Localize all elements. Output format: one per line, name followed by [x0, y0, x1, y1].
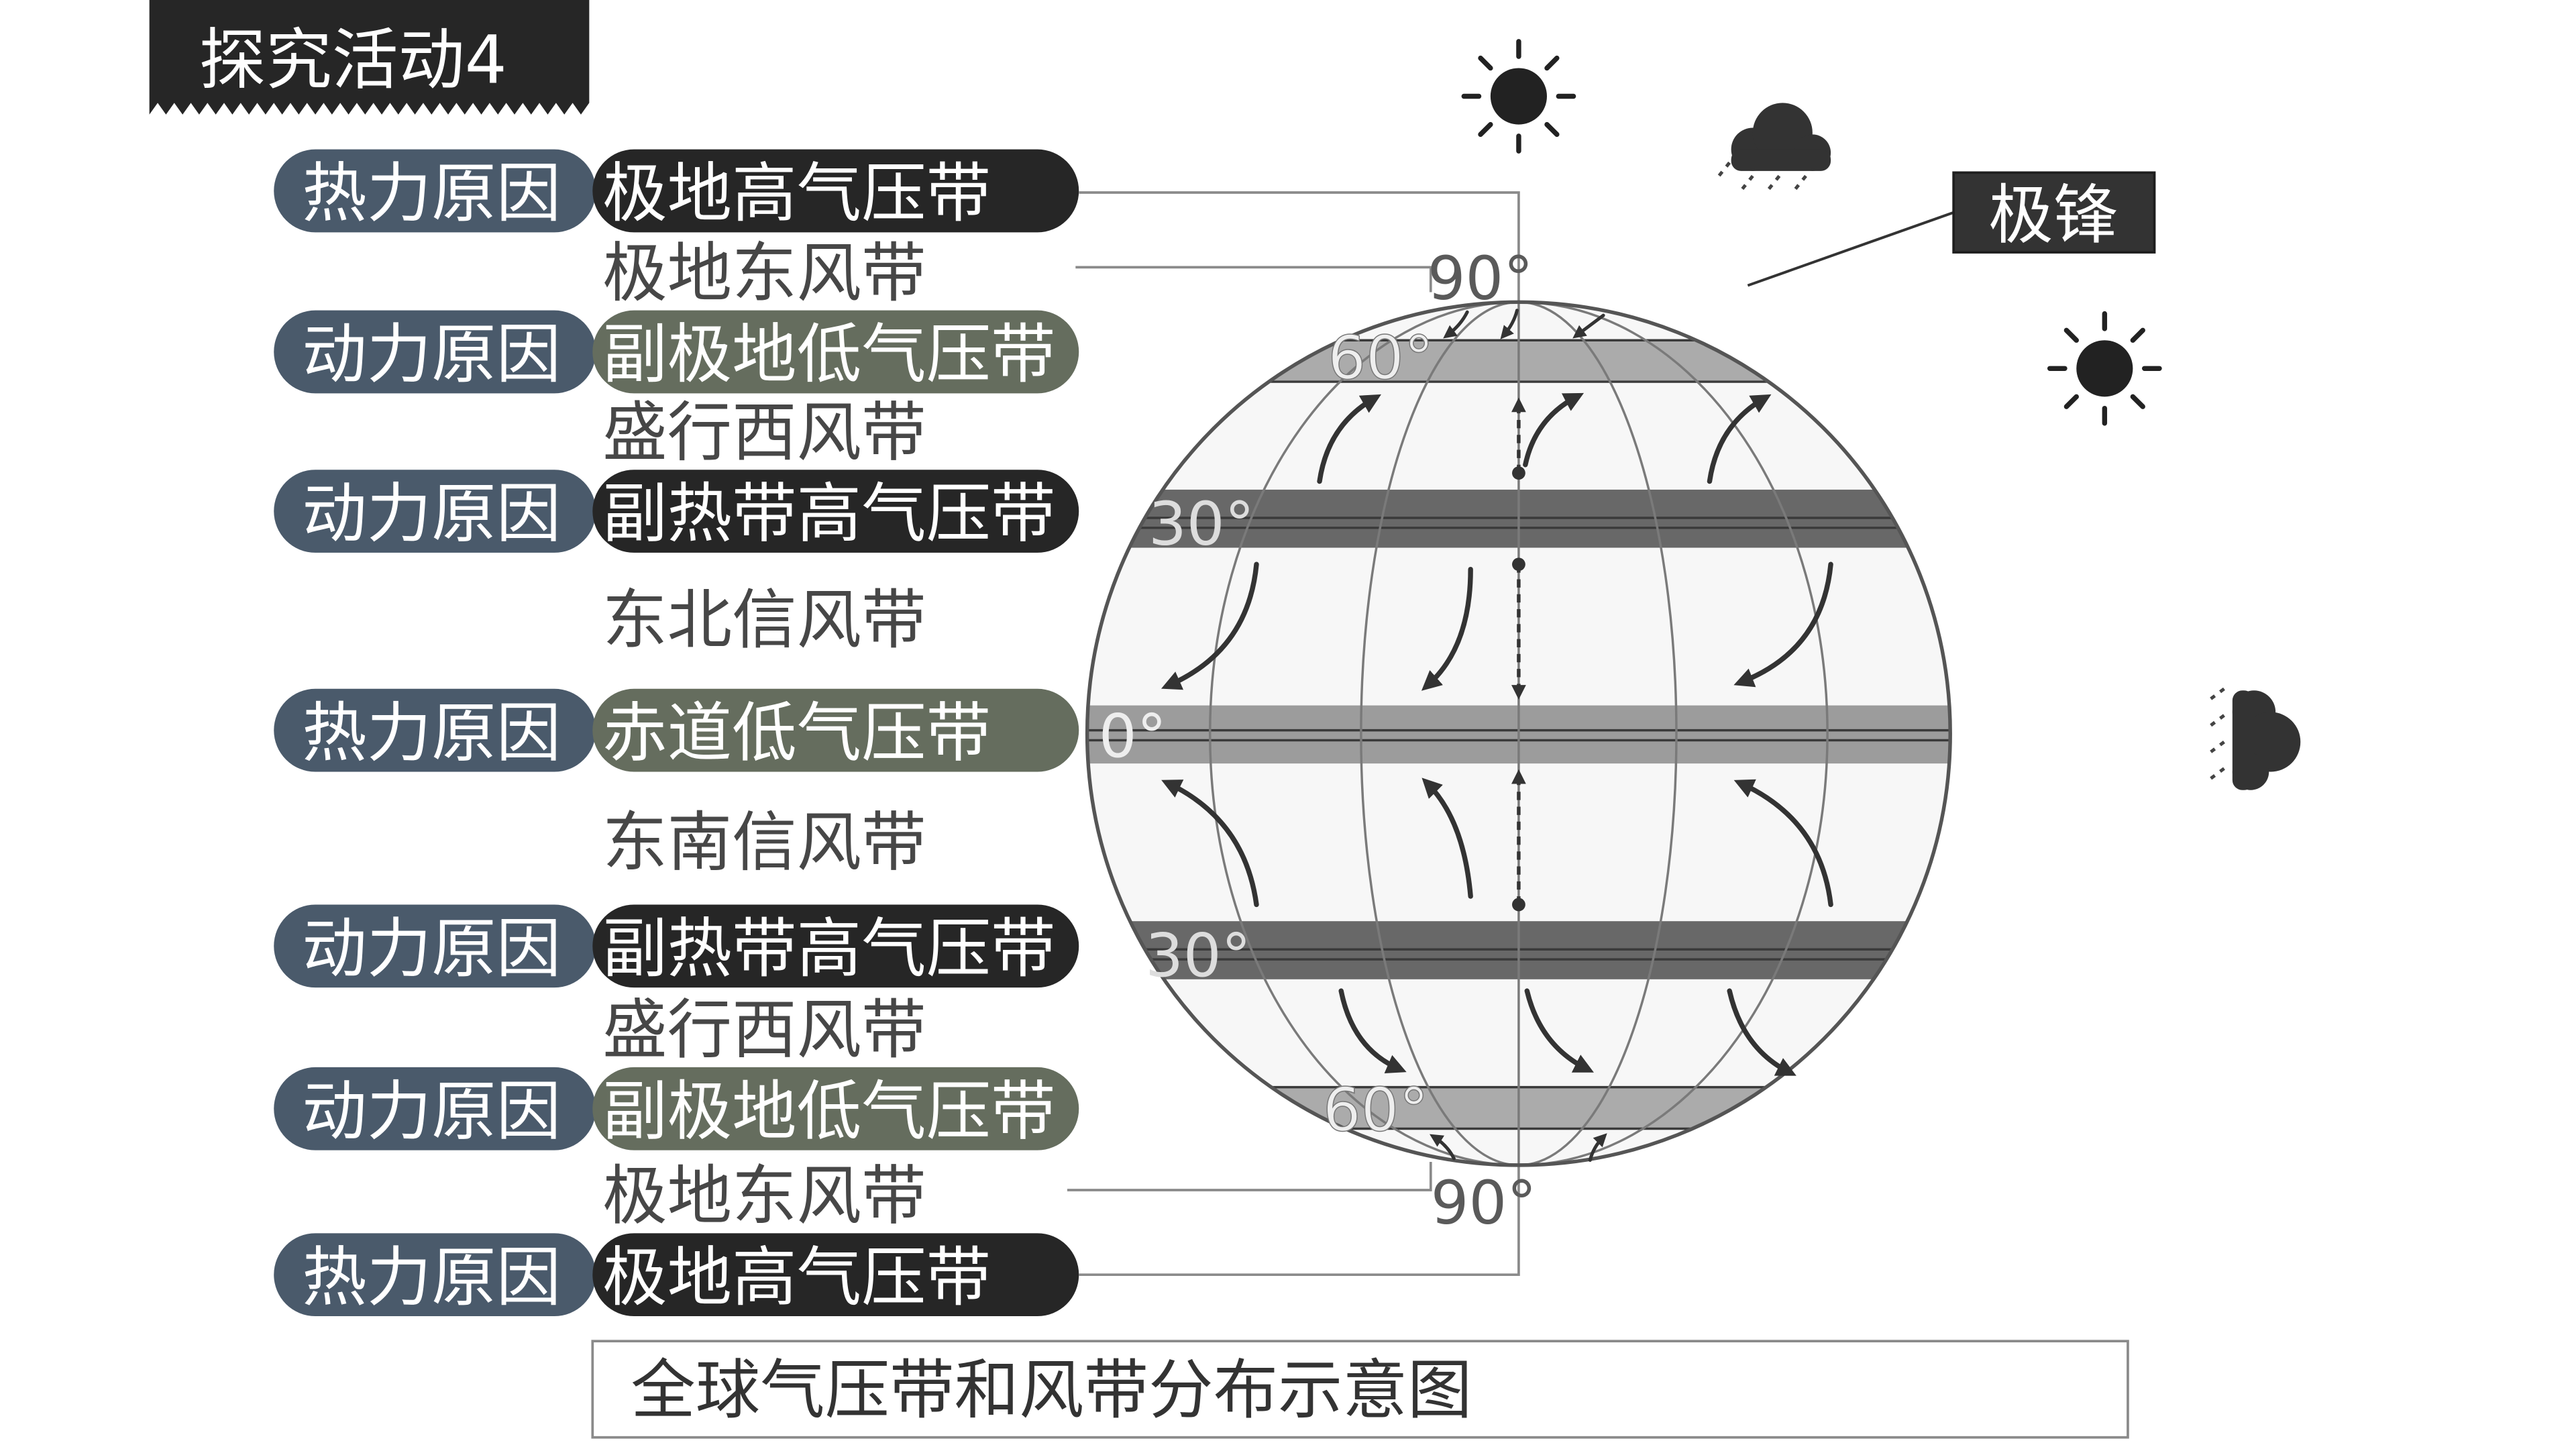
connector-polar-easterlies-south [1067, 1161, 1432, 1191]
cause-label: 动力原因 [302, 317, 561, 392]
cause-pill [274, 904, 596, 988]
cloud-rain-icon [1715, 103, 1831, 194]
cause-label: 热力原因 [302, 156, 561, 231]
belt-pill [592, 1233, 1079, 1317]
cause-pill [274, 1233, 596, 1317]
belt-row-equatorial-low: 热力原因 赤道低气压带 [274, 688, 1079, 772]
globe-outline [1085, 300, 1952, 1167]
connector-polar-high-south [1079, 1165, 1520, 1277]
belt-row-polar-high-north: 热力原因 极地高气压带 [274, 149, 1079, 233]
cause-pill [274, 310, 596, 394]
meridian-outer [1208, 302, 1829, 1165]
wind-label-ne-trades: 东北信风带 [602, 582, 926, 658]
cause-label: 热力原因 [302, 1239, 561, 1315]
belt-label: 副热带高气压带 [602, 910, 1055, 986]
arrow-se-trade [1421, 777, 1473, 899]
arrow-westerly-south [1338, 988, 1407, 1074]
belt-pill [592, 688, 1079, 772]
activity-title: 探究活动4 [199, 22, 507, 99]
cause-pill [274, 149, 596, 233]
cause-label: 动力原因 [302, 910, 561, 986]
belt-label: 副热带高气压带 [602, 476, 1055, 551]
latitude-label-90s: 90° [1431, 1169, 1537, 1238]
latitude-label-30s: 30° [1145, 921, 1251, 991]
latitude-label-30n: 30° [1148, 490, 1254, 559]
connector-polar-easterlies-north [1075, 266, 1432, 292]
polar-front-label: 极锋 [1988, 177, 2118, 253]
belt-label: 极地高气压带 [602, 156, 991, 231]
wind-arrows [1161, 309, 1833, 1162]
sun-icon [2047, 311, 2162, 426]
belt-row-polar-high-south: 热力原因 极地高气压带 [274, 1233, 1079, 1317]
connector-polar-high-north [1079, 191, 1520, 303]
cloud-rain-icon [2210, 687, 2301, 790]
caption-box [591, 1340, 2129, 1439]
cause-label: 热力原因 [302, 695, 561, 771]
arrow-westerly-north [1523, 392, 1585, 468]
activity-title-tag: 探究活动4 [149, 0, 590, 115]
arrow-polar-easterly-north [1572, 313, 1605, 339]
polar-front-box [1952, 171, 2156, 254]
band-subpolar-north [1087, 340, 1951, 382]
wind-label-se-trades: 东南信风带 [602, 804, 926, 880]
latitude-labels: 90° 60° 30° 0° 30° 60° 90° [1099, 244, 1537, 1238]
wind-label-polar-easterlies-south: 极地东风带 [602, 1158, 926, 1234]
latitude-label-90n: 90° [1428, 244, 1534, 313]
wind-label-polar-easterlies-north: 极地东风带 [602, 235, 926, 311]
caption-text: 全球气压带和风带分布示意图 [631, 1352, 1472, 1428]
cause-pill [274, 1067, 596, 1150]
arrow-polar-easterly-south [1588, 1133, 1607, 1162]
cause-pill [274, 470, 596, 553]
globe [1085, 300, 1952, 1167]
belt-row-subpolar-low-north: 动力原因 副极地低气压带 [274, 310, 1079, 394]
sun-icon [1461, 39, 1576, 154]
belt-label: 副极地低气压带 [602, 317, 1055, 392]
latitude-label-60n: 60° [1328, 323, 1434, 393]
arrow-se-trade [1733, 779, 1833, 908]
arrow-ne-trade [1421, 566, 1473, 691]
belt-label: 赤道低气压带 [602, 695, 991, 771]
arrow-polar-easterly-north [1500, 309, 1519, 339]
cause-label: 动力原因 [302, 476, 561, 551]
arrow-westerly-north [1707, 394, 1772, 484]
arrow-se-trade [1161, 780, 1259, 908]
arrow-westerly-south [1727, 988, 1796, 1076]
belt-label: 副极地低气压带 [602, 1073, 1055, 1149]
belt-pill [592, 310, 1079, 394]
belt-pill [592, 149, 1079, 233]
belt-label: 极地高气压带 [602, 1239, 991, 1315]
band-subpolar-south [1087, 1087, 1951, 1129]
meridian-inner [1360, 302, 1678, 1165]
arrow-polar-easterly-north [1443, 310, 1469, 339]
belt-row-subtropical-high-south: 动力原因 副热带高气压带 [274, 904, 1079, 988]
connector-lines [1067, 191, 1520, 1277]
wind-label-westerlies-north: 盛行西风带 [602, 394, 926, 470]
arrow-polar-easterly-south [1430, 1134, 1456, 1161]
arrow-ne-trade [1733, 561, 1833, 688]
title-background [149, 0, 590, 115]
belt-row-subpolar-low-south: 动力原因 副极地低气压带 [274, 1067, 1079, 1150]
latitude-label-60s: 60° [1323, 1075, 1429, 1145]
cause-pill [274, 688, 596, 772]
belt-row-subtropical-high-north: 动力原因 副热带高气压带 [274, 470, 1079, 553]
arrow-westerly-north [1317, 394, 1381, 484]
wind-label-westerlies-south: 盛行西风带 [602, 992, 926, 1068]
latitude-label-0: 0° [1099, 702, 1167, 771]
polar-front-pointer [1747, 211, 1954, 287]
polar-front-callout: 极锋 [1747, 171, 2156, 287]
cause-label: 动力原因 [302, 1073, 561, 1149]
band-equatorial [1087, 705, 1951, 764]
diagram-caption: 全球气压带和风带分布示意图 [591, 1340, 2129, 1439]
arrow-ne-trade [1161, 561, 1259, 690]
belt-pill [592, 1067, 1079, 1150]
belt-pill [592, 904, 1079, 988]
arrow-westerly-south [1524, 988, 1594, 1073]
belt-pill [592, 470, 1079, 553]
